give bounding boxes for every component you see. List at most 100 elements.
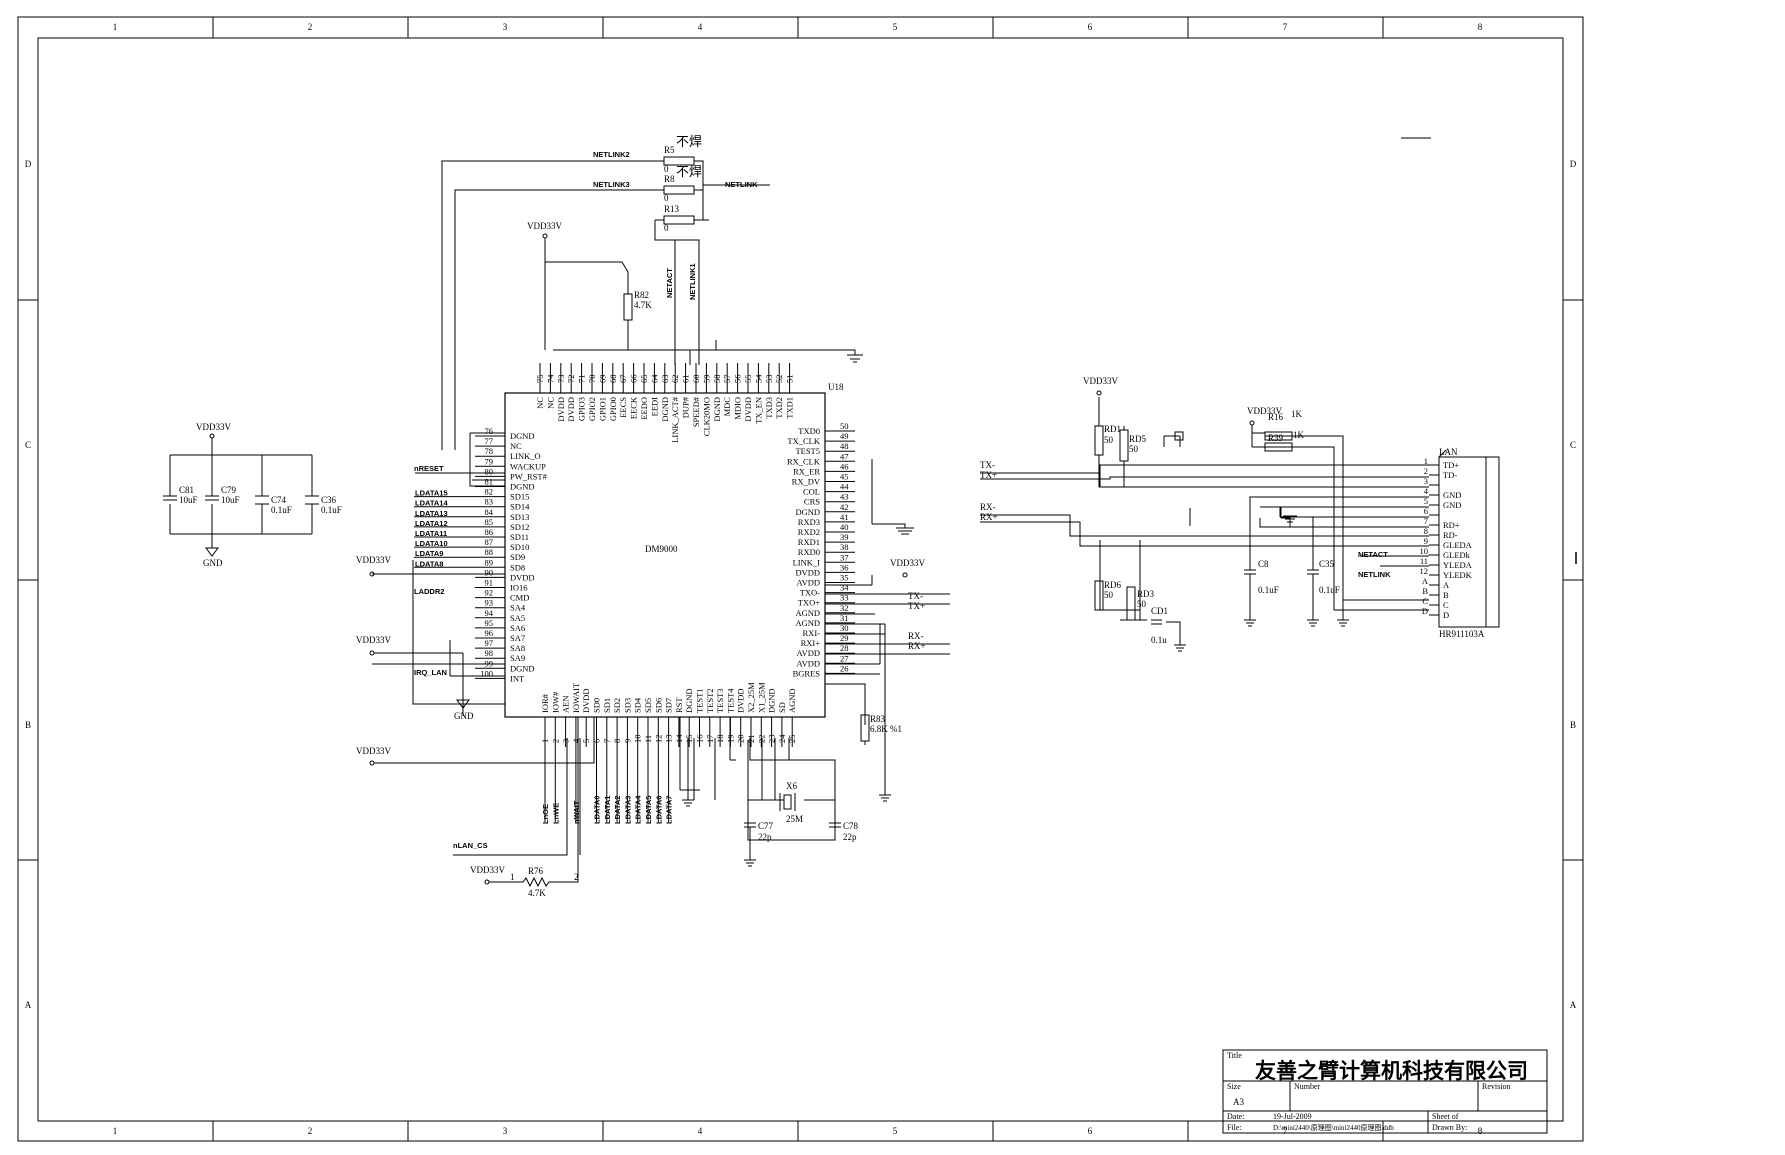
pin-number: 12 xyxy=(653,735,663,744)
pin-name: SA5 xyxy=(510,613,525,623)
pin-number: 3 xyxy=(1424,476,1428,486)
pin-number: 30 xyxy=(840,623,849,633)
pin-name: GPIO1 xyxy=(597,397,607,421)
rj45-vdd: VDD33V VDD33V xyxy=(1083,376,1282,433)
col-label: 4 xyxy=(698,1126,703,1136)
pin-name: SD5 xyxy=(643,698,653,713)
date-label: Date: xyxy=(1227,1112,1244,1121)
pin-name: RXI- xyxy=(803,628,821,638)
pin-name: GPIO3 xyxy=(577,397,587,421)
r13-ref: R13 xyxy=(664,204,680,214)
pin-number: 71 xyxy=(577,375,587,384)
pin-name: INT xyxy=(510,673,525,683)
net-rx-plus: RX+ xyxy=(980,512,998,522)
pin-number: 79 xyxy=(485,456,494,466)
pin-name: LINK_I xyxy=(793,557,821,567)
connector-title: LAN xyxy=(1439,447,1458,457)
vdd-left-3: VDD33V xyxy=(356,717,595,766)
pin-number: 74 xyxy=(545,374,555,383)
gnd-label: GND xyxy=(203,558,223,568)
pin-number: 64 xyxy=(649,374,659,383)
rj45-wiring xyxy=(980,397,1429,621)
pin-number: 100 xyxy=(480,668,493,678)
pin-name: GLEDk xyxy=(1443,550,1471,560)
col-label: 7 xyxy=(1283,22,1288,32)
net-netlink2: NETLINK2 xyxy=(593,150,630,159)
pin-number: 11 xyxy=(1420,556,1428,566)
r39-value: 1K xyxy=(1293,430,1305,440)
pin-number: 25 xyxy=(787,735,797,744)
net-netlink1: NETLINK1 xyxy=(688,263,697,300)
ground-bottom xyxy=(679,717,736,807)
title-block-text: Title 友善之臂计算机科技有限公司 Size A3 Number Revis… xyxy=(1227,1051,1528,1132)
rj45-resistors: RD1 50 RD5 50 RD6 50 RD3 50 R16 1K R39 1… xyxy=(1094,409,1305,621)
pin-name: DGND xyxy=(510,482,535,492)
pin-name: BGRES xyxy=(793,668,821,678)
c74-ref: C74 xyxy=(271,495,287,505)
pin-number: 60 xyxy=(691,375,701,384)
pin-number: 52 xyxy=(774,375,784,384)
col-label: 1 xyxy=(113,22,118,32)
pin-number: 97 xyxy=(485,638,494,648)
resistor-r13: R13 0 xyxy=(663,204,695,233)
pin-name: DGND xyxy=(660,397,670,422)
left-net-labels: LDATA15LDATA14LDATA13LDATA12LDATA11LDATA… xyxy=(414,489,475,568)
net-netlink: NETLINK xyxy=(725,180,758,189)
pin-name: RST xyxy=(674,697,684,713)
net-label: LDATA2 xyxy=(613,796,622,824)
pin-number: 98 xyxy=(485,648,494,658)
pin-number: 14 xyxy=(674,734,684,743)
pin-number: 96 xyxy=(485,628,494,638)
net-label: LDATA3 xyxy=(623,796,632,824)
pin-number: 77 xyxy=(485,436,494,446)
pin-name: EECS xyxy=(618,397,628,418)
rd6-ref: RD6 xyxy=(1104,580,1122,590)
pin-number: 46 xyxy=(840,461,849,471)
pin-name: AGND xyxy=(787,688,797,713)
pin-number: 86 xyxy=(485,527,494,537)
pin-name: SD3 xyxy=(622,698,632,713)
pin-name: SD1 xyxy=(602,698,612,713)
net-label: LnOE xyxy=(541,804,550,824)
pin-number: 44 xyxy=(840,482,849,492)
rj45-caps xyxy=(1140,507,1349,652)
r16-ref: R16 xyxy=(1268,412,1284,422)
pin-name: SD9 xyxy=(510,552,525,562)
top-wiring xyxy=(441,160,856,450)
crystal-x6: X6 25M xyxy=(779,781,803,824)
pin-name: DGND xyxy=(510,431,535,441)
r82-ref: R82 xyxy=(634,290,649,300)
c79-ref: C79 xyxy=(221,485,237,495)
col-label: 8 xyxy=(1478,1126,1483,1136)
c36-ref: C36 xyxy=(321,495,337,505)
drawn-by-label: Drawn By: xyxy=(1432,1123,1467,1132)
pin-name: TEST2 xyxy=(705,688,715,713)
cd1-value: 0.1u xyxy=(1151,635,1167,645)
net-rx-minus: RX- xyxy=(980,502,996,512)
pin-name: A xyxy=(1443,580,1450,590)
pin-number: 5 xyxy=(581,739,591,743)
pin-number: 18 xyxy=(715,735,725,744)
pin-number: 90 xyxy=(485,567,494,577)
pin-name: MDIO xyxy=(733,397,743,420)
net-rx-minus: RX- xyxy=(908,631,924,641)
pin-name: NC xyxy=(545,397,555,409)
row-label: C xyxy=(25,440,31,450)
rd6-value: 50 xyxy=(1104,590,1114,600)
pin-number: 87 xyxy=(485,537,494,547)
pin-number: 80 xyxy=(485,466,494,476)
pin-name: NC xyxy=(510,441,522,451)
pin-name: TEST5 xyxy=(795,446,820,456)
pin-number: 24 xyxy=(777,734,787,743)
pin-name: MDC xyxy=(722,397,732,417)
pin-number: 92 xyxy=(485,588,494,598)
c74-value: 0.1uF xyxy=(271,505,292,515)
vdd-label: VDD33V xyxy=(1247,406,1282,416)
col-label: 6 xyxy=(1088,22,1093,32)
pin-number: 57 xyxy=(722,375,732,384)
pin-name: TEST4 xyxy=(725,688,735,713)
pin-name: SD6 xyxy=(653,698,663,713)
pin-number: 59 xyxy=(701,375,711,384)
net-label: LDATA0 xyxy=(593,796,602,824)
pin-number: 50 xyxy=(840,421,849,431)
